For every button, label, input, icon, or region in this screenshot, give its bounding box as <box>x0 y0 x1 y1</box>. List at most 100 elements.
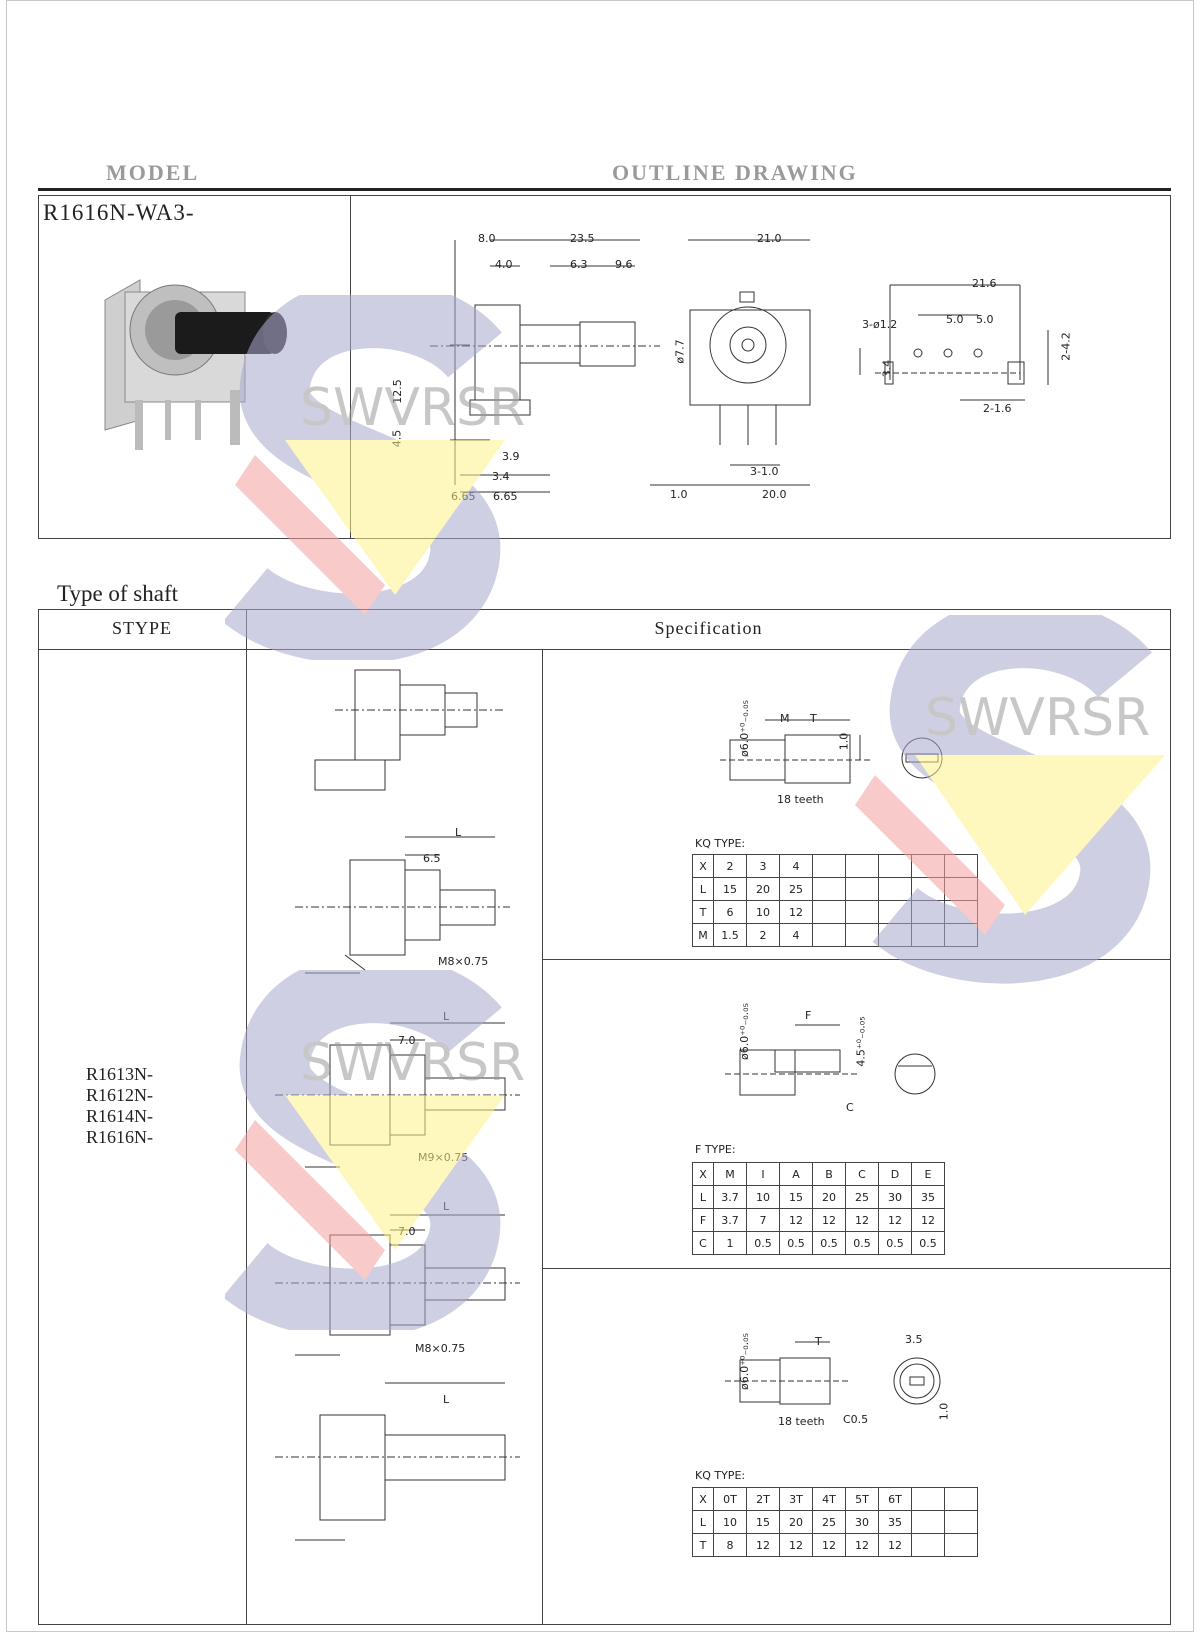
dim-label: 12.5 <box>390 379 404 404</box>
table-cell: 15 <box>713 877 747 901</box>
kq2-spec-drawing <box>725 1341 941 1405</box>
table-cell: T <box>692 900 714 924</box>
table-cell: M <box>713 1162 747 1186</box>
table-cell <box>911 1487 945 1511</box>
table-cell: 35 <box>878 1510 912 1534</box>
dim-label: 3-1.0 <box>750 465 779 478</box>
dim-label: 18 teeth <box>778 1415 825 1428</box>
table-cell: 20 <box>779 1510 813 1534</box>
table-cell: 35 <box>911 1185 945 1209</box>
table-cell: 10 <box>713 1510 747 1534</box>
table-cell: B <box>812 1162 846 1186</box>
table-cell: 25 <box>779 877 813 901</box>
table-cell: 12 <box>878 1533 912 1557</box>
table-cell: 1 <box>713 1231 747 1255</box>
spec-row-divider <box>542 1268 1171 1269</box>
table-cell: 4T <box>812 1487 846 1511</box>
table-cell: 25 <box>845 1185 879 1209</box>
dim-label: 18 teeth <box>777 793 824 806</box>
kq-table-title: KQ TYPE: <box>695 837 746 850</box>
dim-label: 2-1.6 <box>983 402 1012 415</box>
table-cell <box>911 877 945 901</box>
f-spec-drawing <box>725 1024 936 1096</box>
table-cell <box>878 854 912 878</box>
outline-box <box>38 195 1171 539</box>
table-cell: L <box>692 877 714 901</box>
dim-label: F <box>805 1009 812 1022</box>
model-list: R1613N- R1612N- R1614N- R1616N- <box>86 1064 153 1148</box>
table-cell <box>911 900 945 924</box>
table-cell: 12 <box>845 1533 879 1557</box>
shaft-table <box>38 609 1171 1625</box>
table-cell <box>911 1510 945 1534</box>
table-cell <box>878 877 912 901</box>
stype-label: M8×0.75 <box>415 1342 466 1355</box>
page-frame <box>6 0 1194 1632</box>
table-cell: 30 <box>878 1185 912 1209</box>
stype-label: L <box>443 1200 450 1213</box>
table-cell: 3.7 <box>713 1208 747 1232</box>
table-cell: 12 <box>812 1208 846 1232</box>
dim-label: 2-4.2 <box>1059 332 1073 361</box>
dim-label: 6.65 <box>451 490 476 503</box>
table-cell: 25 <box>812 1510 846 1534</box>
table-cell <box>944 877 978 901</box>
table-cell: X <box>692 1162 714 1186</box>
table-col-divider <box>542 649 543 1625</box>
table-cell: 4 <box>779 923 813 947</box>
table-cell <box>944 854 978 878</box>
table-cell: C <box>692 1231 714 1255</box>
section-title: Type of shaft <box>57 581 179 606</box>
table-header-rule <box>38 649 1171 650</box>
dim-label: 5.0 <box>976 313 994 326</box>
dim-label: 3-ø1.2 <box>862 318 898 331</box>
table-cell: 12 <box>845 1208 879 1232</box>
table-cell: A <box>779 1162 813 1186</box>
table-cell <box>845 877 879 901</box>
table-cell: 2 <box>746 923 780 947</box>
table-cell: 2 <box>713 854 747 878</box>
dim-label: ø6.0⁺⁰₋₀.₀₅ <box>737 1333 751 1390</box>
dim-label: 1.0 <box>837 732 851 751</box>
stype-label: 7.0 <box>398 1034 416 1047</box>
spec-row-divider <box>542 959 1171 960</box>
table-cell: 7 <box>746 1208 780 1232</box>
dim-label: 1.0 <box>670 488 688 501</box>
table-cell: 0.5 <box>779 1231 813 1255</box>
dim-label: 1.0 <box>937 1402 951 1421</box>
dim-label: ø6.0⁺⁰₋₀.₀₅ <box>737 1003 751 1060</box>
table-cell <box>944 1510 978 1534</box>
model-item: R1616N- <box>86 1127 153 1147</box>
dim-label: 4.0 <box>495 258 513 271</box>
table-cell: 12 <box>911 1208 945 1232</box>
table-cell <box>812 854 846 878</box>
table-cell <box>911 923 945 947</box>
table-cell <box>911 1533 945 1557</box>
dim-label: C <box>846 1101 854 1114</box>
table-cell: 0.5 <box>812 1231 846 1255</box>
table-cell: 8 <box>713 1533 747 1557</box>
model-name: R1616N-WA3- <box>43 200 195 225</box>
table-cell: 0.5 <box>746 1231 780 1255</box>
stype-label: M8×0.75 <box>438 955 489 968</box>
dim-label: 8.0 <box>478 232 496 245</box>
stype-header: STYPE <box>111 618 172 638</box>
f-table-title: F TYPE: <box>695 1143 736 1156</box>
table-cell: 2T <box>746 1487 780 1511</box>
outline-divider <box>350 195 351 539</box>
table-cell: 12 <box>779 900 813 924</box>
dim-label: 9.6 <box>615 258 633 271</box>
spec-header: Specification <box>654 618 763 638</box>
model-item: R1612N- <box>86 1085 153 1105</box>
table-cell: 12 <box>746 1533 780 1557</box>
stype-drawings <box>275 669 520 1541</box>
table-cell: 0.5 <box>911 1231 945 1255</box>
table-cell: M <box>692 923 714 947</box>
